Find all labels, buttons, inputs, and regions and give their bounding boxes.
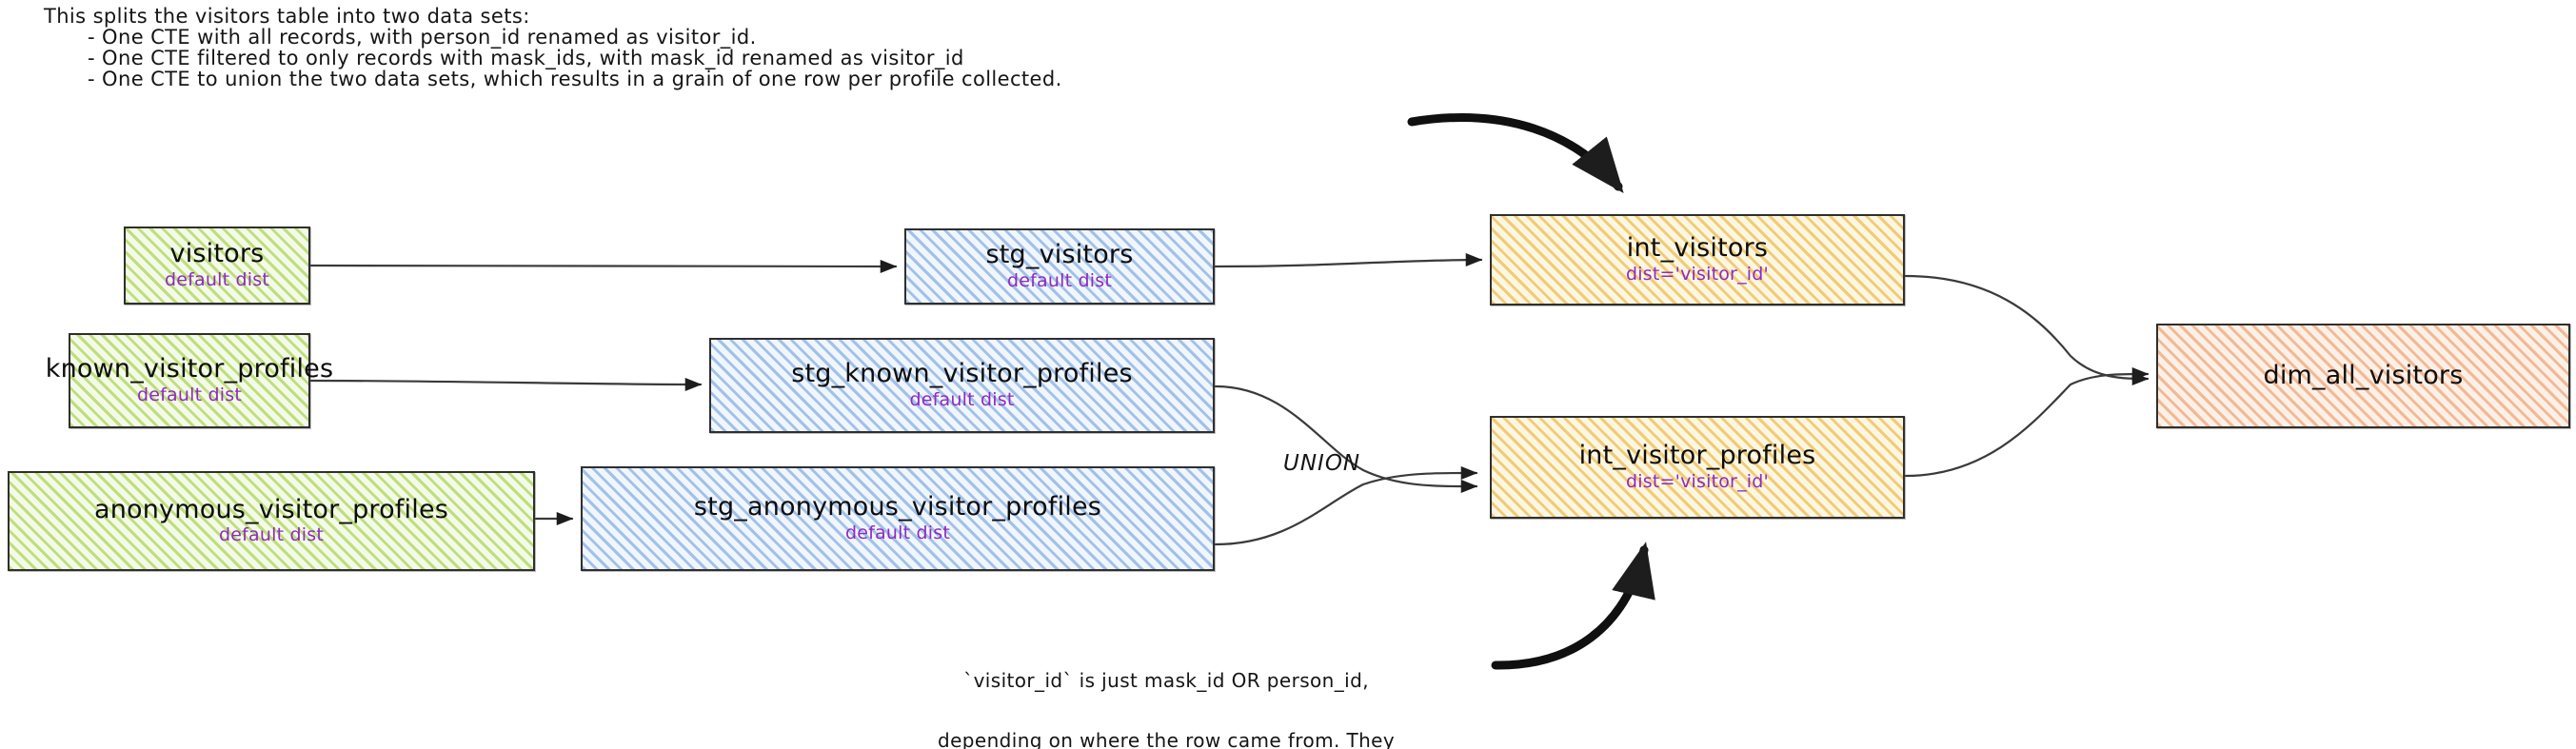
node-int-visitors-subtitle: dist='visitor_id' — [1626, 263, 1769, 285]
node-anonymous-visitor-profiles-subtitle: default dist — [219, 524, 324, 546]
node-int-visitor-profiles-title: int_visitor_profiles — [1578, 441, 1816, 471]
node-visitors-title: visitors — [169, 239, 265, 269]
node-anonymous-visitor-profiles-title: anonymous_visitor_profiles — [93, 494, 449, 524]
node-stg-visitors[interactable]: stg_visitors default dist — [904, 228, 1215, 305]
node-int-visitors[interactable]: int_visitors dist='visitor_id' — [1490, 214, 1905, 306]
header-note-line-3: - One CTE filtered to only records with … — [88, 47, 964, 69]
bottom-note-line-1: `visitor_id` is just mask_id OR person_i… — [963, 669, 1369, 692]
node-visitors-subtitle: default dist — [165, 268, 269, 290]
node-known-visitor-profiles-subtitle: default dist — [137, 384, 242, 405]
edge-stg-anon-to-int-profiles — [1214, 465, 1478, 546]
node-known-visitor-profiles-title: known_visitor_profiles — [45, 354, 334, 384]
node-dim-all-visitors-title: dim_all_visitors — [2263, 360, 2464, 390]
node-stg-known-visitor-profiles[interactable]: stg_known_visitor_profiles default dist — [709, 338, 1215, 433]
edge-known-to-stg-known — [309, 377, 703, 392]
node-anonymous-visitor-profiles[interactable]: anonymous_visitor_profiles default dist — [8, 471, 535, 571]
header-annotation: This splits the visitors table into two … — [44, 6, 1062, 89]
header-note-line-4: - One CTE to union the two data sets, wh… — [88, 68, 1062, 90]
bottom-annotation: `visitor_id` is just mask_id OR person_i… — [938, 633, 1395, 749]
edge-stg-known-to-int-profiles — [1214, 384, 1478, 494]
node-dim-all-visitors[interactable]: dim_all_visitors — [2156, 324, 2570, 428]
edge-int-profiles-to-dim — [1904, 366, 2150, 478]
node-stg-known-visitor-profiles-title: stg_known_visitor_profiles — [791, 359, 1133, 389]
callout-arrow-bottom — [1491, 542, 1655, 670]
bottom-note-line-2: depending on where the row came from. Th… — [938, 729, 1396, 749]
node-int-visitor-profiles-subtitle: dist='visitor_id' — [1626, 470, 1769, 492]
edge-stg-visitors-to-int-visitors — [1214, 252, 1483, 268]
node-stg-known-visitor-profiles-subtitle: default dist — [909, 388, 1015, 410]
callout-arrow-top — [1407, 113, 1624, 194]
node-visitors[interactable]: visitors default dist — [124, 227, 310, 305]
node-stg-anonymous-visitor-profiles-title: stg_anonymous_visitor_profiles — [693, 492, 1102, 522]
union-edge-label: UNION — [1283, 451, 1361, 476]
header-note-line-1: This splits the visitors table into two … — [44, 5, 530, 28]
node-int-visitor-profiles[interactable]: int_visitor_profiles dist='visitor_id' — [1490, 416, 1905, 519]
node-stg-visitors-subtitle: default dist — [1007, 269, 1112, 291]
node-stg-anonymous-visitor-profiles[interactable]: stg_anonymous_visitor_profiles default d… — [581, 466, 1215, 571]
node-stg-visitors-title: stg_visitors — [985, 240, 1134, 270]
header-note-line-2: - One CTE with all records, with person_… — [88, 26, 757, 49]
edge-int-visitors-to-dim — [1904, 274, 2150, 386]
node-stg-anonymous-visitor-profiles-subtitle: default dist — [845, 522, 950, 543]
node-known-visitor-profiles[interactable]: known_visitor_profiles default dist — [46, 333, 333, 428]
node-int-visitors-title: int_visitors — [1626, 233, 1769, 264]
